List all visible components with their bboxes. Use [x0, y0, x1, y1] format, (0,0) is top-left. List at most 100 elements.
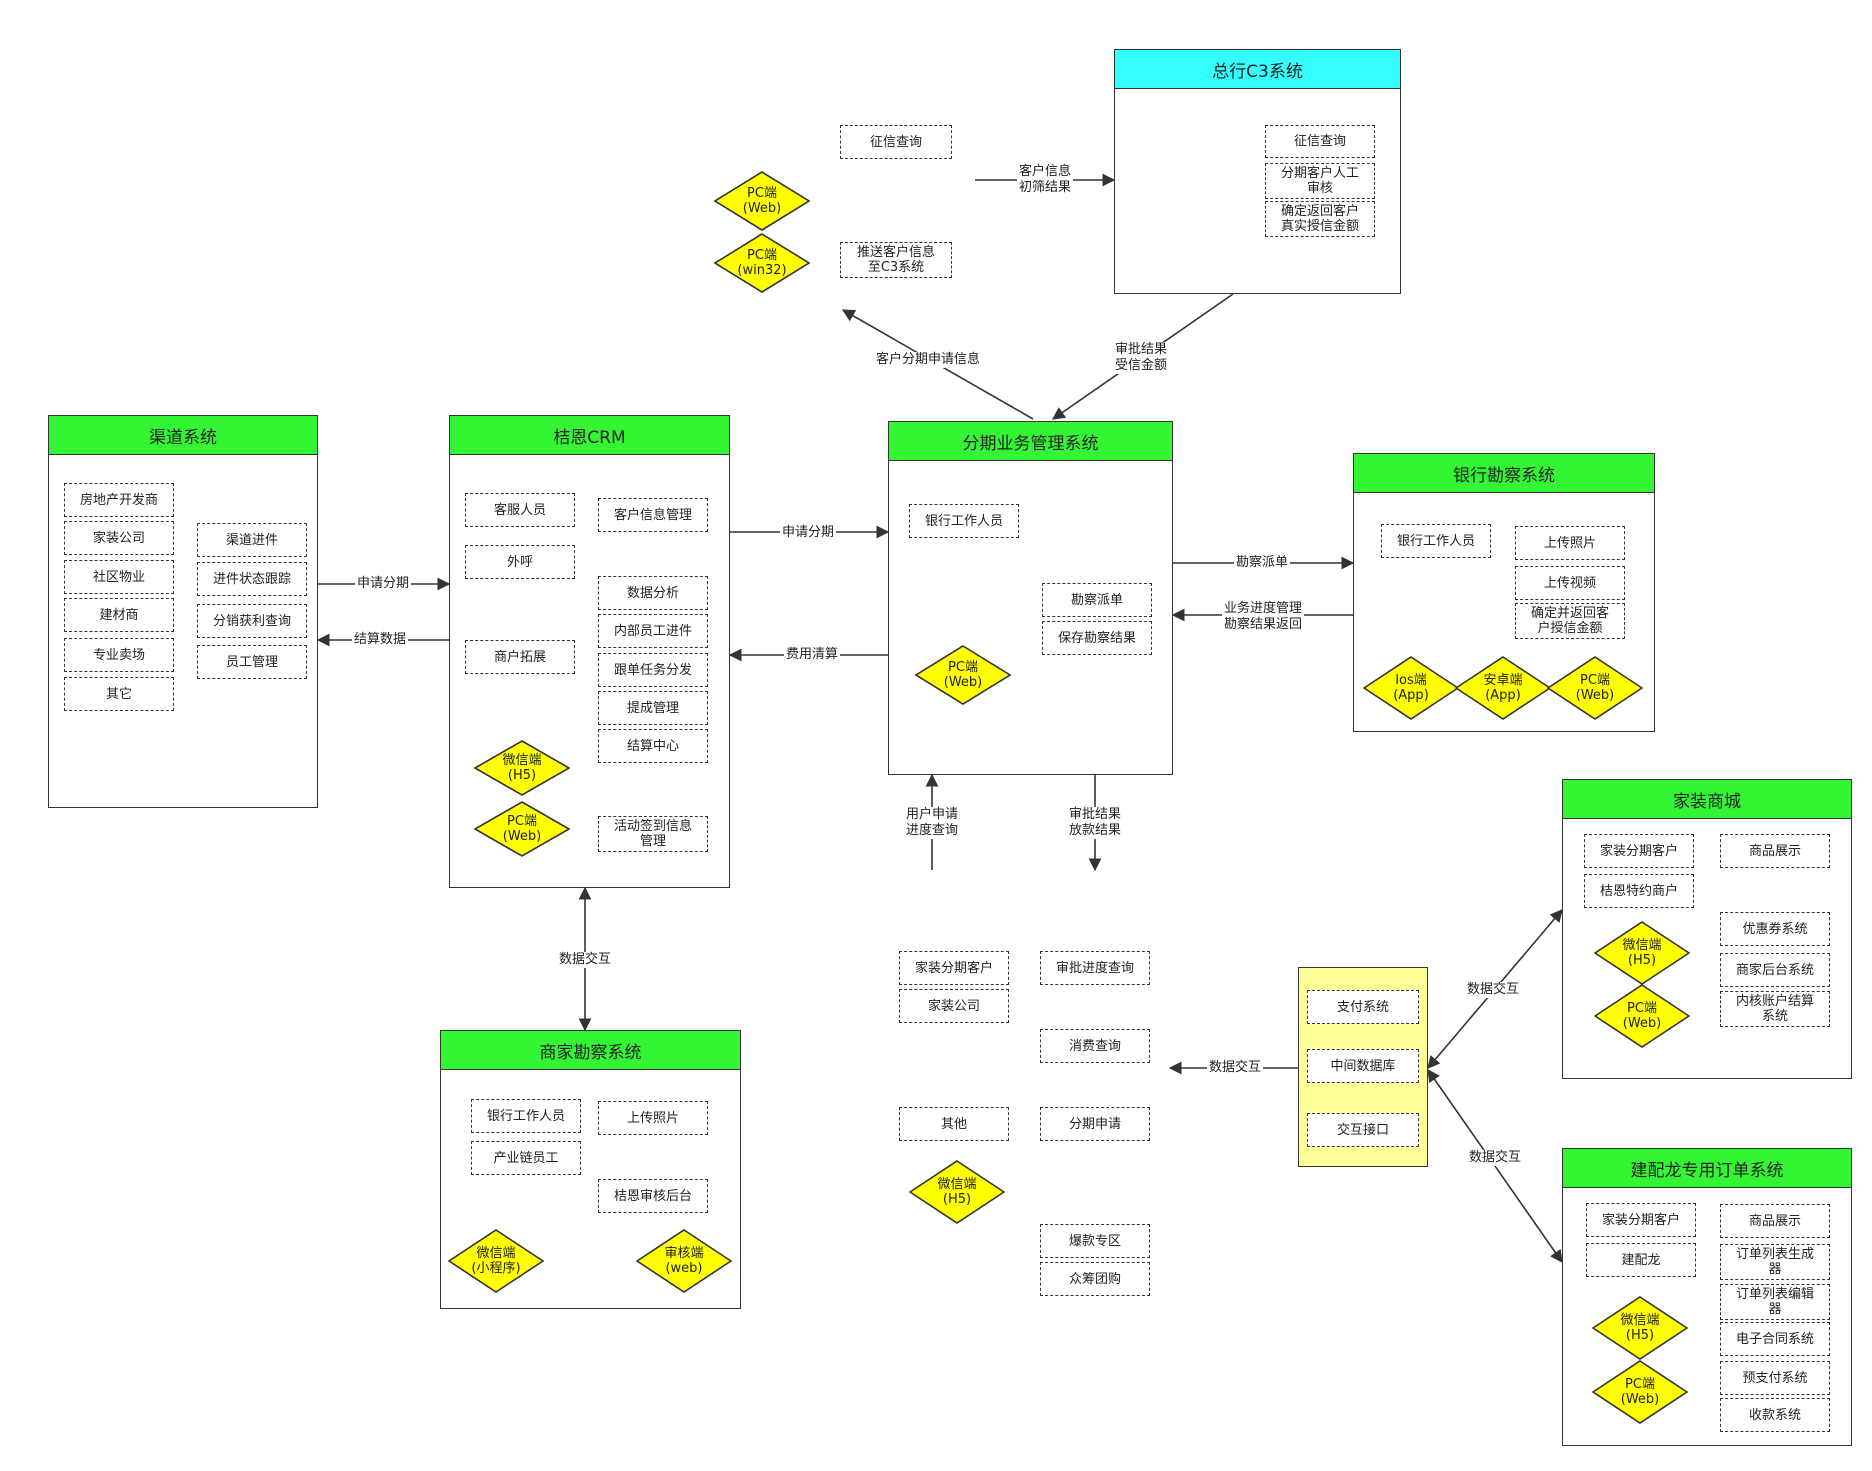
edge-label-approval-credit: 审批结果 受信金额 [1112, 342, 1170, 374]
mall-box: 商家后台系统 [1720, 953, 1830, 987]
installment-box: 保存勘察结果 [1042, 621, 1152, 655]
installment-box: 银行工作人员 [909, 504, 1019, 538]
crm-box: 商户拓展 [465, 640, 575, 674]
edge-label-data-ex-mall: 数据交互 [1464, 982, 1522, 998]
mall-diamond-label: 微信端 (H5) [1622, 938, 1662, 968]
jpl-box: 订单列表编辑 器 [1720, 1284, 1830, 1320]
channel-box: 建材商 [64, 598, 174, 632]
survey-diamond-node: 安卓端 (App) [1455, 656, 1551, 720]
jpl-diamond-node: PC端 (Web) [1592, 1360, 1688, 1424]
hub-box: 交互接口 [1307, 1113, 1419, 1147]
mall-diamond-label: PC端 (Web) [1622, 1001, 1662, 1031]
merchant-diamond-node: 审核端 (web) [636, 1229, 732, 1293]
jpl-diamond-label: PC端 (Web) [1620, 1377, 1660, 1407]
crm-box: 活动签到信息 管理 [598, 816, 708, 852]
channel-box: 进件状态跟踪 [197, 562, 307, 596]
crm-box: 跟单任务分发 [598, 653, 708, 687]
jpl-diamond-label: 微信端 (H5) [1620, 1313, 1660, 1343]
c3-box: 征信查询 [1265, 125, 1375, 158]
installment-diamond-label: PC端 (Web) [943, 660, 983, 690]
center_free-box: 家装公司 [899, 989, 1009, 1023]
top_free-diamond-node: PC端 (win32) [714, 233, 810, 293]
merchant-box: 产业链员工 [471, 1141, 581, 1175]
jpl-box: 建配龙 [1586, 1243, 1696, 1277]
edge-label-fee-settle: 费用清算 [783, 647, 841, 663]
crm-diamond-node: 微信端 (H5) [474, 740, 570, 796]
survey-diamond-label: 安卓端 (App) [1483, 673, 1523, 703]
edge-label-survey-return: 业务进度管理 勘察结果返回 [1221, 601, 1305, 633]
channel-box: 员工管理 [197, 645, 307, 679]
merchant-box: 桔恩审核后台 [598, 1179, 708, 1213]
top_free-diamond-label: PC端 (Web) [742, 186, 782, 216]
merchant-box: 上传照片 [598, 1101, 708, 1135]
crm-box: 内部员工进件 [598, 614, 708, 648]
survey-diamond-label: PC端 (Web) [1575, 673, 1615, 703]
crm-box: 客户信息管理 [598, 498, 708, 532]
mall-diamond-node: 微信端 (H5) [1594, 921, 1690, 985]
hub-box: 中间数据库 [1307, 1049, 1419, 1083]
edge-label-data-ex-jpl: 数据交互 [1466, 1150, 1524, 1166]
installment-system-title: 分期业务管理系统 [889, 422, 1172, 461]
edge-label-apply-installment-mid: 申请分期 [779, 525, 837, 541]
merchant-system-title: 商家勘察系统 [441, 1031, 740, 1070]
mall-box: 优惠券系统 [1720, 912, 1830, 946]
crm-system-title: 桔恩CRM [450, 416, 729, 455]
survey-box: 上传视频 [1515, 566, 1625, 600]
crm-box: 数据分析 [598, 576, 708, 610]
jpl-box: 商品展示 [1720, 1204, 1830, 1238]
jpl-box: 家装分期客户 [1586, 1203, 1696, 1237]
center_free-box: 审批进度查询 [1040, 951, 1150, 985]
installment-diamond-node: PC端 (Web) [915, 645, 1011, 705]
edge-label-user-apply: 用户申请 进度查询 [903, 807, 961, 839]
channel-system-title: 渠道系统 [49, 416, 317, 455]
jpl-box: 收款系统 [1720, 1398, 1830, 1432]
center_free-box: 其他 [899, 1107, 1009, 1141]
mall-diamond-node: PC端 (Web) [1594, 984, 1690, 1048]
mall-system-title: 家装商城 [1563, 780, 1851, 819]
survey-box: 上传照片 [1515, 526, 1625, 560]
center_free-diamond-label: 微信端 (H5) [937, 1177, 977, 1207]
crm-diamond-label: PC端 (Web) [502, 814, 542, 844]
jpl-diamond-node: 微信端 (H5) [1592, 1296, 1688, 1360]
survey-box: 确定并返回客 户授信金额 [1515, 603, 1625, 639]
survey-diamond-node: Ios端 (App) [1363, 656, 1459, 720]
jpl-box: 预支付系统 [1720, 1361, 1830, 1395]
channel-box: 专业卖场 [64, 638, 174, 672]
mall-box: 桔恩特约商户 [1584, 874, 1694, 908]
edge-label-apply-c3: 客户信息 初筛结果 [1016, 164, 1074, 196]
top_free-box: 征信查询 [840, 125, 952, 159]
channel-box: 房地产开发商 [64, 483, 174, 517]
mall-box: 内核账户结算 系统 [1720, 991, 1830, 1027]
center_free-box: 爆款专区 [1040, 1224, 1150, 1258]
top_free-box: 推送客户信息 至C3系统 [840, 242, 952, 278]
top_free-diamond-label: PC端 (win32) [737, 248, 787, 278]
crm-box: 外呼 [465, 545, 575, 579]
crm-box: 提成管理 [598, 691, 708, 725]
crm-box: 客服人员 [465, 493, 575, 527]
edge-label-data-ex-crm: 数据交互 [556, 952, 614, 968]
survey-diamond-node: PC端 (Web) [1547, 656, 1643, 720]
installment-box: 勘察派单 [1042, 583, 1152, 617]
c3-box: 确定返回客户 真实授信金额 [1265, 201, 1375, 237]
survey-box: 银行工作人员 [1381, 524, 1491, 558]
merchant-diamond-node: 微信端 (小程序) [448, 1229, 544, 1293]
c3-box: 分期客户人工 审核 [1265, 163, 1375, 199]
channel-box: 渠道进件 [197, 523, 307, 557]
edge-label-data-ex-center: 数据交互 [1206, 1060, 1264, 1076]
jpl-box: 订单列表生成 器 [1720, 1244, 1830, 1280]
survey-system-title: 银行勘察系统 [1354, 454, 1654, 493]
channel-box: 其它 [64, 677, 174, 711]
center_free-box: 分期申请 [1040, 1107, 1150, 1141]
edge-label-settle-data: 结算数据 [351, 632, 409, 648]
merchant-box: 银行工作人员 [471, 1099, 581, 1133]
channel-box: 家装公司 [64, 521, 174, 555]
channel-box: 社区物业 [64, 560, 174, 594]
survey-diamond-label: Ios端 (App) [1393, 673, 1429, 703]
center_free-box: 消费查询 [1040, 1029, 1150, 1063]
edge-label-customer-apply-info: 客户分期申请信息 [873, 352, 983, 368]
edge-hub-jpl [1427, 1068, 1563, 1264]
top_free-diamond-node: PC端 (Web) [714, 171, 810, 231]
center_free-box: 众筹团购 [1040, 1262, 1150, 1296]
crm-box: 结算中心 [598, 729, 708, 763]
center_free-diamond-node: 微信端 (H5) [909, 1160, 1005, 1224]
